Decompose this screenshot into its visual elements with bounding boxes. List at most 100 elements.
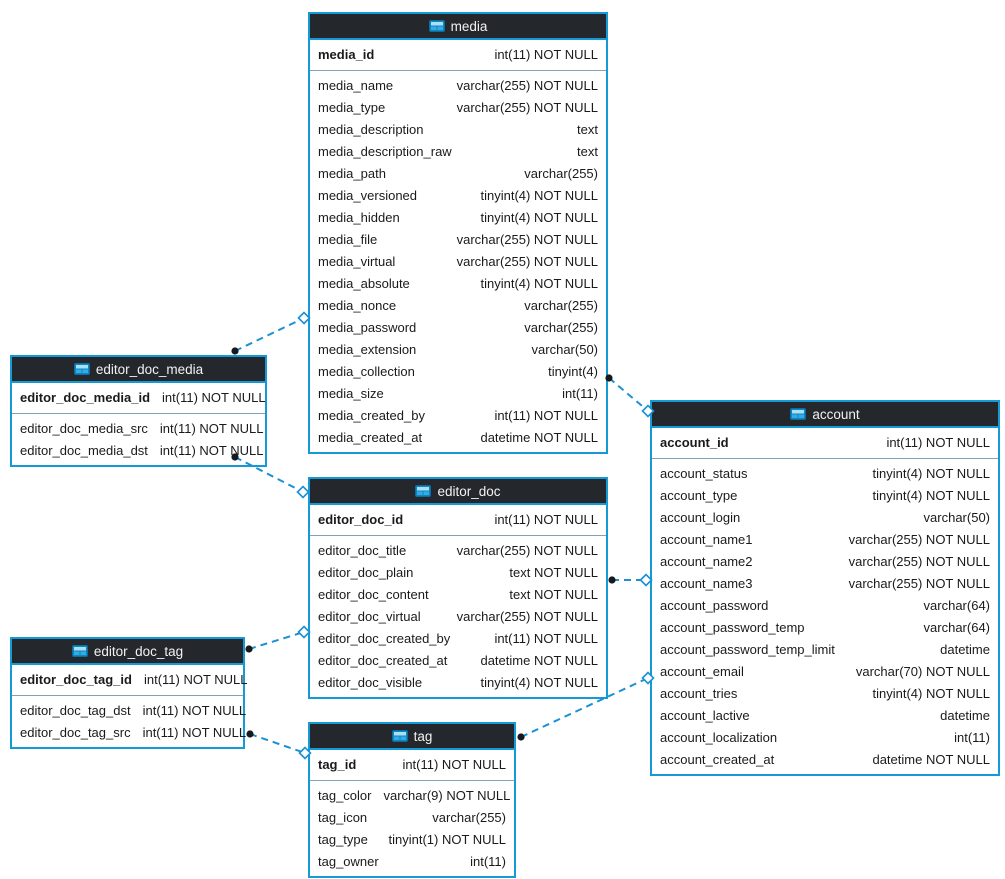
- column-name: account_lactive: [660, 707, 750, 723]
- relationship-editor_doc_media-media[interactable]: [231, 311, 311, 355]
- column-type: datetime: [940, 707, 990, 723]
- table-header[interactable]: account: [652, 402, 998, 428]
- table-header[interactable]: editor_doc: [310, 479, 606, 505]
- column-name: tag_color: [318, 787, 372, 803]
- table-header[interactable]: editor_doc_media: [12, 357, 265, 383]
- column-name: media_created_by: [318, 407, 425, 423]
- column-type: varchar(64): [923, 619, 990, 635]
- column-name: account_created_at: [660, 751, 775, 767]
- column-type: varchar(50): [531, 341, 598, 357]
- relationship-media-account[interactable]: [605, 374, 655, 418]
- column-name: media_virtual: [318, 253, 396, 269]
- column-name: account_tries: [660, 685, 738, 701]
- table-header[interactable]: media: [310, 14, 606, 40]
- table-title: editor_doc_media: [95, 361, 204, 377]
- column-name: account_password_temp: [660, 619, 805, 635]
- mandatory-end-dot: [231, 347, 239, 355]
- relationship-editor_doc_tag-editor_doc[interactable]: [245, 625, 311, 653]
- table-header[interactable]: editor_doc_tag: [12, 639, 243, 665]
- column-type: int(11) NOT NULL: [143, 672, 248, 687]
- table-title: editor_doc: [437, 483, 501, 499]
- table-header[interactable]: tag: [310, 724, 514, 750]
- column-type: int(11) NOT NULL: [159, 442, 264, 458]
- optional-end-diamond: [296, 485, 310, 499]
- mandatory-end-dot: [245, 645, 253, 653]
- column-name: tag_owner: [318, 853, 379, 869]
- column-name: media_hidden: [318, 209, 400, 225]
- column-name: media_type: [318, 99, 386, 115]
- relationship-editor_doc-account[interactable]: [608, 573, 653, 587]
- column-account_password_temp[interactable]: account_password_temp varchar(64): [652, 616, 998, 638]
- column-name: editor_doc_created_at: [318, 652, 448, 668]
- column-type: varchar(9) NOT NULL: [383, 787, 511, 803]
- column-name: editor_doc_media_id: [20, 390, 151, 405]
- column-account_lactive[interactable]: account_lactive datetime: [652, 704, 998, 726]
- column-name: editor_doc_plain: [318, 564, 414, 580]
- relationship-editor_doc_tag-tag[interactable]: [246, 730, 312, 760]
- column-name: media_password: [318, 319, 417, 335]
- table-title: media: [450, 18, 488, 34]
- column-tag_color[interactable]: tag_color varchar(9) NOT NULL: [310, 784, 514, 806]
- table-icon: [415, 485, 432, 497]
